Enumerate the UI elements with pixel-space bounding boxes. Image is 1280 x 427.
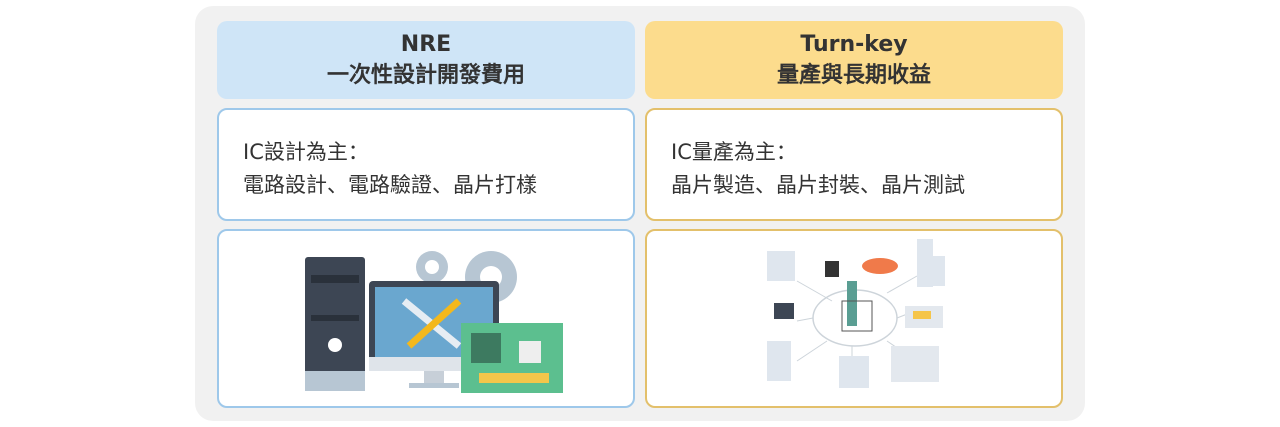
turnkey-line1: IC量產為主： <box>671 140 797 164</box>
nre-line1: IC設計為主： <box>243 140 369 164</box>
turnkey-description: IC量產為主： 晶片製造、晶片封裝、晶片測試 <box>645 108 1063 221</box>
computer-tools-icon <box>305 251 563 393</box>
turnkey-subtitle: 量產與長期收益 <box>776 63 931 88</box>
nre-description: IC設計為主： 電路設計、電路驗證、晶片打樣 <box>217 108 635 221</box>
nre-header: NRE 一次性設計開發費用 <box>217 21 635 99</box>
comparison-panel: NRE 一次性設計開發費用 IC設計為主： 電路設計、電路驗證、晶片打樣 Tur… <box>195 6 1085 421</box>
turnkey-title: Turn-key <box>800 32 908 57</box>
nre-subtitle: 一次性設計開發費用 <box>326 63 525 88</box>
nre-column: NRE 一次性設計開發費用 IC設計為主： 電路設計、電路驗證、晶片打樣 <box>217 21 635 408</box>
nre-line2: 電路設計、電路驗證、晶片打樣 <box>243 173 537 197</box>
nre-title: NRE <box>400 32 452 57</box>
turnkey-illustration <box>645 229 1063 408</box>
semiconductor-fab-icon <box>767 239 945 388</box>
turnkey-line2: 晶片製造、晶片封裝、晶片測試 <box>671 173 965 197</box>
nre-illustration <box>217 229 635 408</box>
turnkey-header: Turn-key 量產與長期收益 <box>645 21 1063 99</box>
turnkey-column: Turn-key 量產與長期收益 IC量產為主： 晶片製造、晶片封裝、晶片測試 <box>645 21 1063 408</box>
